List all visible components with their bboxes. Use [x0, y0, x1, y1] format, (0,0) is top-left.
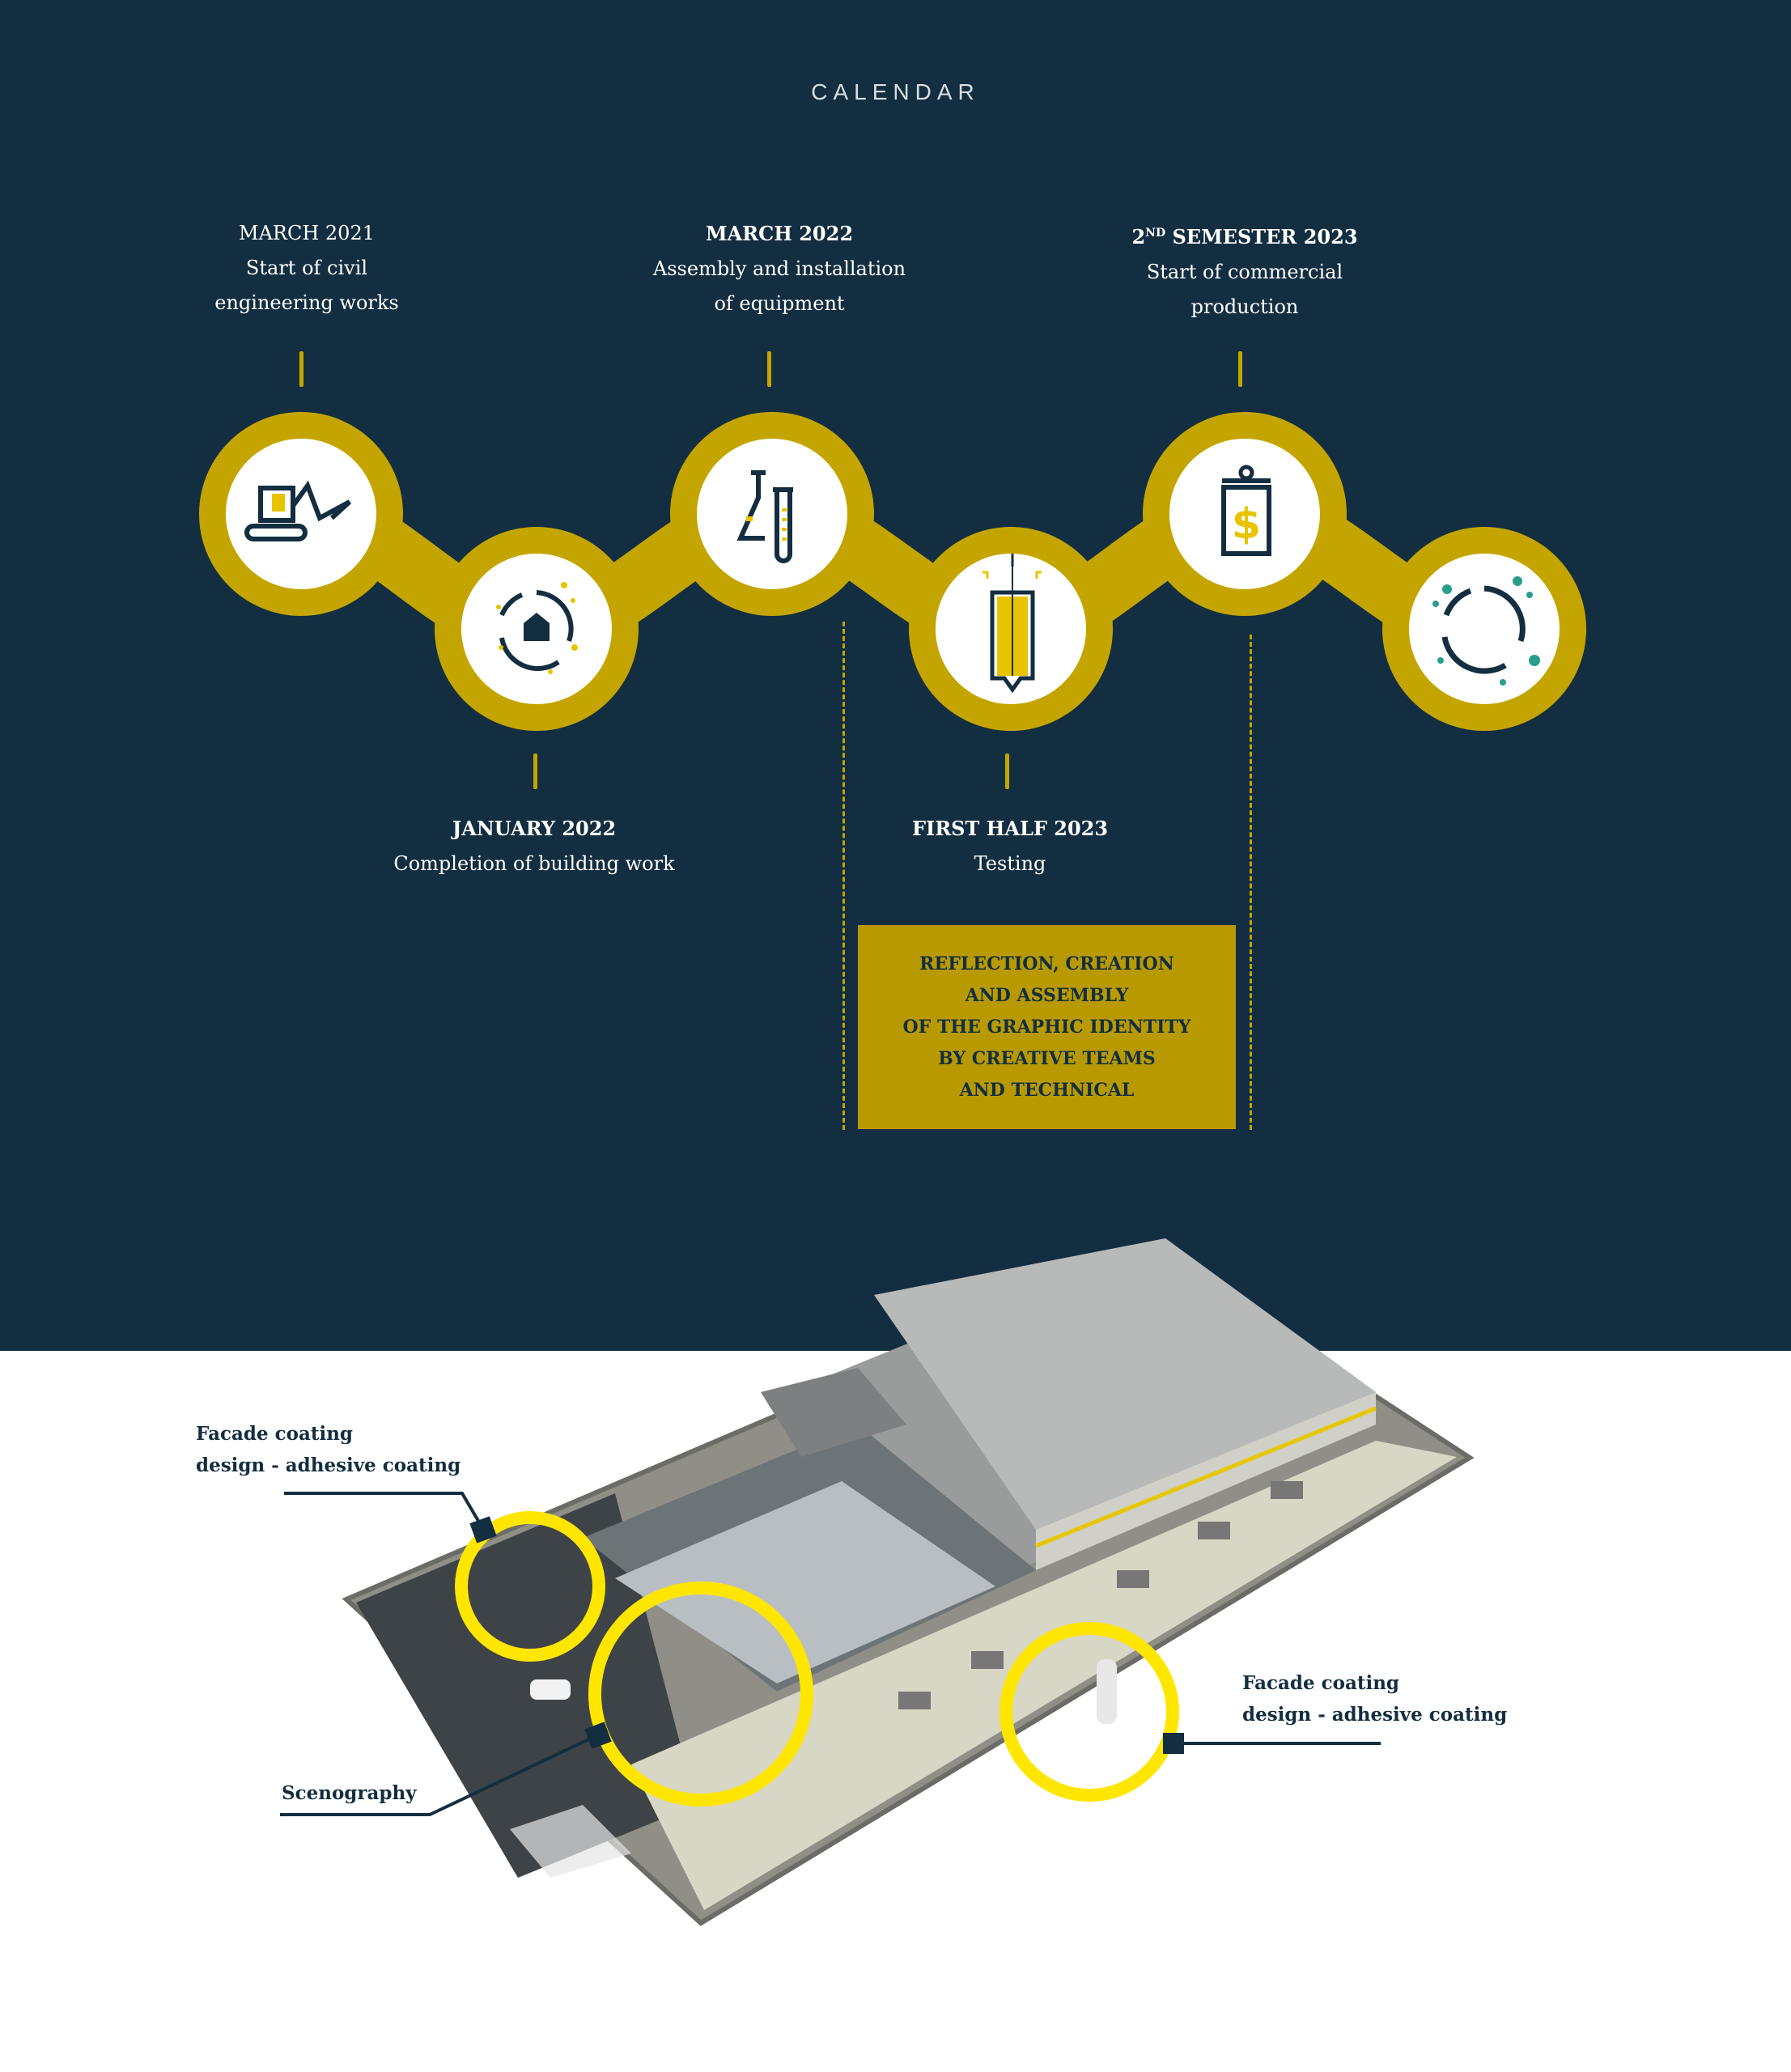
milestone-first-half-2023: FIRST HALF 2023 Testing — [800, 811, 1220, 881]
annotation-facade-right: Facade coating design - adhesive coating — [1242, 1667, 1507, 1730]
highlight-circle-facade-right — [999, 1622, 1179, 1802]
milestone-date: MARCH 2022 — [705, 222, 854, 245]
annotation-line: design - adhesive coating — [196, 1454, 461, 1476]
excavator-icon — [244, 480, 352, 541]
milestone-desc: production — [1190, 295, 1299, 318]
annotation-line: Facade coating — [196, 1423, 354, 1445]
box-line: AND ASSEMBLY — [965, 984, 1129, 1006]
milestone-january-2022: JANUARY 2022 Completion of building work — [324, 811, 745, 881]
graphic-identity-box: REFLECTION, CREATION AND ASSEMBLY OF THE… — [858, 925, 1236, 1129]
milestone-desc: Start of commercial — [1146, 261, 1343, 283]
dashed-line — [842, 622, 845, 1130]
building-cycle-icon — [496, 582, 578, 674]
annotation-line: Facade coating — [1242, 1672, 1400, 1694]
dollar-jar-icon: $ — [1221, 465, 1271, 556]
milestone-march-2022: MARCH 2022 Assembly and installation of … — [569, 216, 990, 321]
svg-text:$: $ — [1232, 500, 1261, 549]
box-line: OF THE GRAPHIC IDENTITY — [902, 1016, 1191, 1038]
milestone-date: 2 — [1131, 225, 1146, 248]
tick — [299, 351, 303, 387]
dashed-line — [1250, 635, 1252, 1130]
box-line: BY CREATIVE TEAMS — [938, 1047, 1156, 1069]
highlight-circle-scenography — [588, 1582, 813, 1807]
milestone-2nd-semester-2023: 2ND SEMESTER 2023 Start of commercial pr… — [1034, 216, 1455, 325]
timeline-chain: $ — [199, 412, 1586, 731]
annotation-line: design - adhesive coating — [1242, 1704, 1508, 1726]
milestone-date-sup: ND — [1145, 227, 1166, 240]
annotation-scenography: Scenography — [282, 1782, 417, 1804]
lab-flask-icon — [736, 470, 793, 563]
annotation-facade-left: Facade coating design - adhesive coating — [196, 1418, 460, 1481]
milestone-desc: Assembly and installation — [652, 257, 906, 280]
milestone-desc: Completion of building work — [393, 852, 675, 875]
milestone-date: JANUARY 2022 — [452, 817, 617, 840]
milestone-desc: engineering works — [214, 291, 399, 314]
box-line: AND TECHNICAL — [959, 1079, 1135, 1101]
milestone-date: FIRST HALF 2023 — [911, 817, 1109, 840]
box-line: REFLECTION, CREATION — [919, 953, 1174, 974]
test-tube-icon — [983, 554, 1042, 694]
milestone-date: MARCH 2021 — [239, 222, 375, 244]
section-title: CALENDAR — [811, 79, 980, 104]
milestone-date: SEMESTER 2023 — [1165, 225, 1358, 248]
milestone-march-2021: MARCH 2021 Start of civil engineering wo… — [96, 216, 517, 321]
tick — [1238, 351, 1242, 387]
milestone-desc: of equipment — [714, 292, 845, 315]
highlight-circle-facade-left — [455, 1511, 605, 1662]
milestone-desc: Testing — [974, 852, 1046, 875]
milestone-desc: Start of civil — [245, 257, 368, 279]
tick — [767, 351, 771, 387]
cycle-icon — [1432, 576, 1540, 686]
tick — [1005, 754, 1009, 789]
tick — [533, 754, 537, 789]
